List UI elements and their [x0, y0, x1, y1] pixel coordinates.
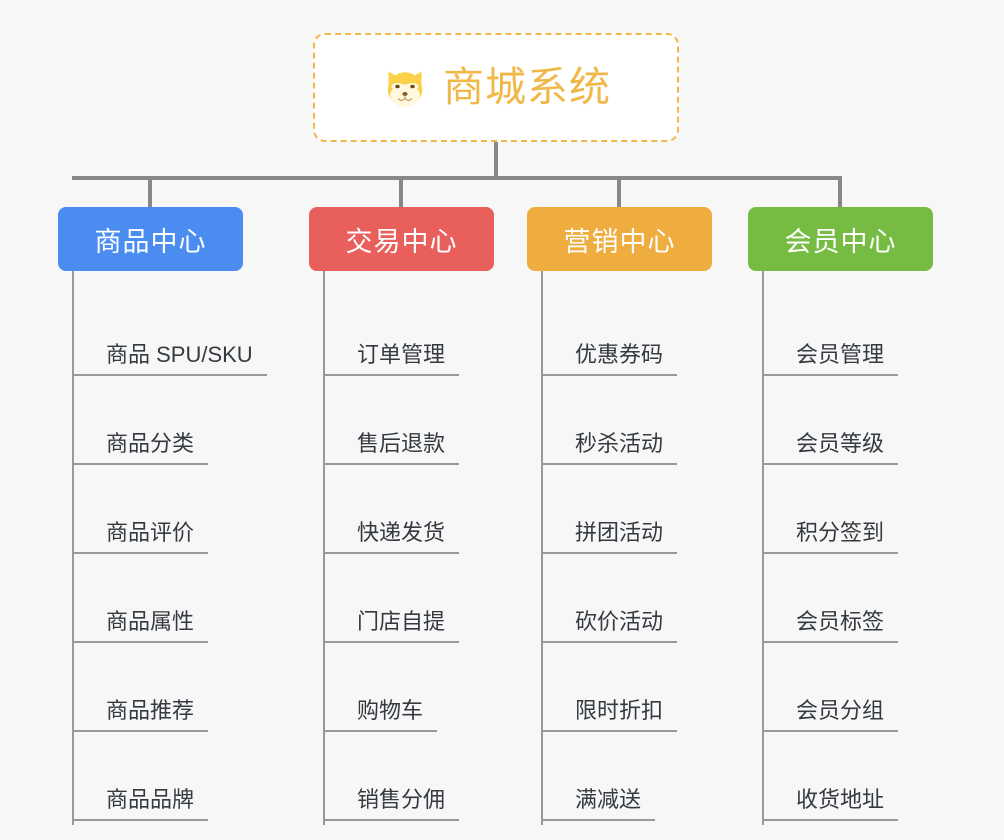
leaf-list-member-center: 会员管理 会员等级 积分签到 会员标签 会员分组 收货地址 — [762, 271, 933, 825]
list-item[interactable]: 砍价活动 — [543, 558, 712, 647]
leaf-label: 订单管理 — [325, 342, 460, 376]
leaf-label: 砍价活动 — [543, 609, 678, 643]
branch-marketing-center: 营销中心 优惠券码 秒杀活动 拼团活动 砍价活动 限时折扣 满减送 — [527, 207, 712, 825]
leaf-label: 会员等级 — [764, 431, 899, 465]
connector-drop-member-center — [838, 176, 842, 207]
leaf-label: 商品品牌 — [74, 787, 209, 821]
branch-header-marketing-center[interactable]: 营销中心 — [527, 207, 712, 271]
leaf-label: 商品 SPU/SKU — [74, 342, 267, 376]
leaf-label: 商品评价 — [74, 520, 209, 554]
list-item[interactable]: 收货地址 — [764, 736, 933, 825]
list-item[interactable]: 商品评价 — [74, 469, 267, 558]
leaf-list-product-center: 商品 SPU/SKU 商品分类 商品评价 商品属性 商品推荐 商品品牌 — [72, 271, 267, 825]
list-item[interactable]: 订单管理 — [325, 291, 494, 380]
leaf-label: 门店自提 — [325, 609, 460, 643]
list-item[interactable]: 积分签到 — [764, 469, 933, 558]
list-item[interactable]: 商品属性 — [74, 558, 267, 647]
list-item[interactable]: 购物车 — [325, 647, 494, 736]
list-item[interactable]: 会员分组 — [764, 647, 933, 736]
leaf-label: 优惠券码 — [543, 342, 678, 376]
branch-member-center: 会员中心 会员管理 会员等级 积分签到 会员标签 会员分组 收货地址 — [748, 207, 933, 825]
leaf-label: 收货地址 — [764, 787, 899, 821]
shiba-face-icon — [381, 64, 429, 112]
leaf-label: 积分签到 — [764, 520, 899, 554]
list-item[interactable]: 商品推荐 — [74, 647, 267, 736]
list-item[interactable]: 会员标签 — [764, 558, 933, 647]
list-item[interactable]: 秒杀活动 — [543, 380, 712, 469]
root-node[interactable]: 商城系统 — [313, 33, 679, 142]
list-item[interactable]: 商品 SPU/SKU — [74, 291, 267, 380]
list-item[interactable]: 门店自提 — [325, 558, 494, 647]
list-item[interactable]: 快递发货 — [325, 469, 494, 558]
list-item[interactable]: 商品品牌 — [74, 736, 267, 825]
leaf-label: 购物车 — [325, 698, 438, 732]
leaf-label: 快递发货 — [325, 520, 460, 554]
leaf-label: 秒杀活动 — [543, 431, 678, 465]
branch-header-trade-center[interactable]: 交易中心 — [309, 207, 494, 271]
leaf-label: 销售分佣 — [325, 787, 460, 821]
list-item[interactable]: 销售分佣 — [325, 736, 494, 825]
branch-trade-center: 交易中心 订单管理 售后退款 快递发货 门店自提 购物车 销售分佣 — [309, 207, 494, 825]
connector-horizontal-bar — [72, 176, 840, 180]
root-title: 商城系统 — [443, 64, 611, 110]
list-item[interactable]: 会员管理 — [764, 291, 933, 380]
leaf-label: 会员标签 — [764, 609, 899, 643]
leaf-label: 满减送 — [543, 787, 656, 821]
leaf-list-trade-center: 订单管理 售后退款 快递发货 门店自提 购物车 销售分佣 — [323, 271, 494, 825]
leaf-label: 会员分组 — [764, 698, 899, 732]
list-item[interactable]: 拼团活动 — [543, 469, 712, 558]
list-item[interactable]: 满减送 — [543, 736, 712, 825]
leaf-label: 售后退款 — [325, 431, 460, 465]
branch-header-member-center[interactable]: 会员中心 — [748, 207, 933, 271]
leaf-label: 商品推荐 — [74, 698, 209, 732]
leaf-label: 拼团活动 — [543, 520, 678, 554]
connector-root-stem — [494, 142, 498, 178]
leaf-label: 商品属性 — [74, 609, 209, 643]
list-item[interactable]: 商品分类 — [74, 380, 267, 469]
list-item[interactable]: 优惠券码 — [543, 291, 712, 380]
leaf-label: 会员管理 — [764, 342, 899, 376]
leaf-label: 商品分类 — [74, 431, 209, 465]
list-item[interactable]: 限时折扣 — [543, 647, 712, 736]
leaf-label: 限时折扣 — [543, 698, 678, 732]
branch-product-center: 商品中心 商品 SPU/SKU 商品分类 商品评价 商品属性 商品推荐 商品品牌 — [58, 207, 267, 825]
list-item[interactable]: 会员等级 — [764, 380, 933, 469]
list-item[interactable]: 售后退款 — [325, 380, 494, 469]
leaf-list-marketing-center: 优惠券码 秒杀活动 拼团活动 砍价活动 限时折扣 满减送 — [541, 271, 712, 825]
connector-drop-marketing-center — [617, 176, 621, 207]
branch-header-product-center[interactable]: 商品中心 — [58, 207, 243, 271]
connector-drop-trade-center — [399, 176, 403, 207]
connector-drop-product-center — [148, 176, 152, 207]
